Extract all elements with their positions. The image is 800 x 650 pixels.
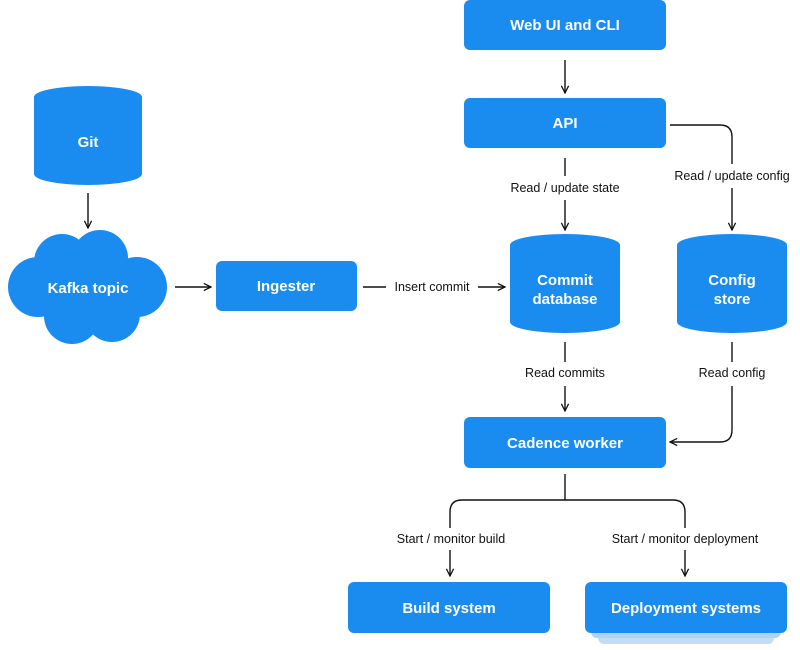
node-label-build-system: Build system <box>402 600 495 617</box>
node-build-system: Build system <box>348 582 550 633</box>
edge-label-start-monitor-build: Start / monitor build <box>397 532 505 546</box>
node-label-deployment-systems: Deployment systems <box>611 600 761 617</box>
edge-label-read-update-state: Read / update state <box>510 181 619 195</box>
edge-label-start-monitor-deployment: Start / monitor deployment <box>612 532 759 546</box>
node-label-kafka-topic: Kafka topic <box>48 280 129 297</box>
node-ingester: Ingester <box>216 261 357 311</box>
node-config-store-cylinder: Config store <box>677 234 787 333</box>
node-kafka-topic-cloud: Kafka topic <box>8 230 167 344</box>
edge-label-read-config: Read config <box>699 366 766 380</box>
edge-label-insert-commit: Insert commit <box>394 280 470 294</box>
edge-config-store-to-cadence-bottom <box>670 386 733 442</box>
node-api: API <box>464 98 666 148</box>
node-label-config-store-line2: store <box>714 291 751 308</box>
node-deployment-systems-stack: Deployment systems <box>585 582 787 644</box>
node-label-git: Git <box>78 134 99 151</box>
node-label-config-store-line1: Config <box>708 272 755 289</box>
node-cadence-worker: Cadence worker <box>464 417 666 468</box>
node-git-cylinder: Git <box>34 86 142 185</box>
edges <box>88 60 732 576</box>
edge-cadence-branch <box>449 474 686 528</box>
node-label-ingester: Ingester <box>257 278 316 295</box>
edge-api-to-config-store-top <box>670 124 733 164</box>
edge-labels: Read / update state Read / update config… <box>394 169 789 546</box>
node-commit-database-cylinder: Commit database <box>510 234 620 333</box>
node-label-cadence-worker: Cadence worker <box>507 435 623 452</box>
node-label-api: API <box>552 115 577 132</box>
node-web-ui-cli: Web UI and CLI <box>464 0 666 50</box>
node-label-commit-database-line2: database <box>532 291 597 308</box>
node-label-commit-database-line1: Commit <box>537 272 593 289</box>
edge-label-read-update-config: Read / update config <box>674 169 789 183</box>
edge-label-read-commits: Read commits <box>525 366 605 380</box>
node-label-web-ui-cli: Web UI and CLI <box>510 17 620 34</box>
